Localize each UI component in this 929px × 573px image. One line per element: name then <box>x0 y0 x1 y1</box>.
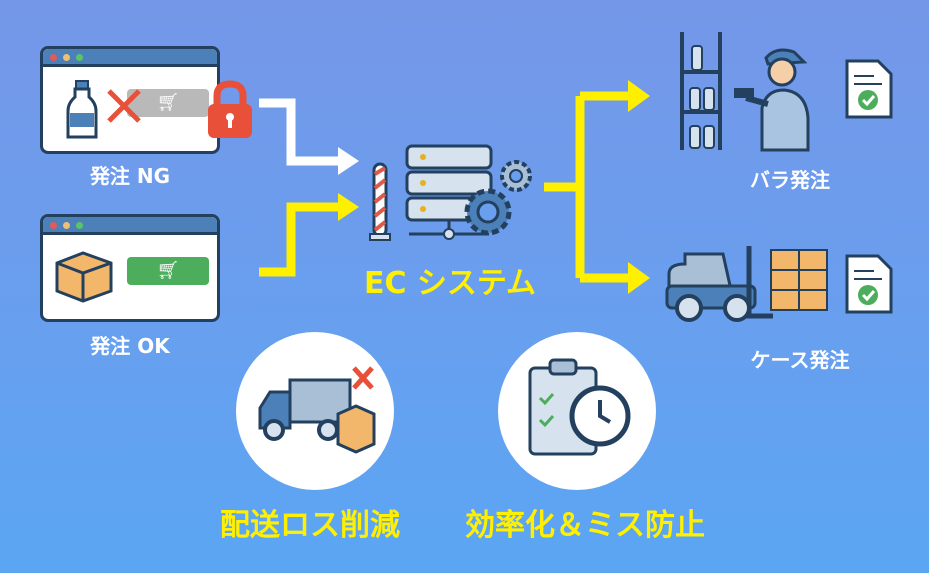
delivery-loss-circle <box>236 332 394 490</box>
cross-icon <box>107 89 141 123</box>
order-ok-window: 🛒︎ <box>40 214 220 322</box>
output-arrows <box>544 80 650 294</box>
bottle-icon <box>66 80 98 139</box>
efficiency-label: 効率化＆ミス防止 <box>465 508 705 543</box>
order-ng-label: 発注 NG <box>89 164 171 188</box>
forklift-icon <box>665 246 828 322</box>
ec-system-label: EC システム <box>363 266 537 301</box>
order-ng-window: 🛒︎ <box>40 46 220 154</box>
add-to-cart-button[interactable]: 🛒︎ <box>127 257 209 285</box>
clipboard-clock-icon <box>528 358 631 456</box>
input-arrows <box>259 98 359 277</box>
truck-damaged-box-icon <box>258 366 376 454</box>
box-icon <box>55 251 113 303</box>
efficiency-circle <box>498 332 656 490</box>
order-ok-label: 発注 OK <box>90 334 170 358</box>
order-document-icon-1 <box>845 59 893 119</box>
disabled-cart-button[interactable]: 🛒︎ <box>127 89 209 117</box>
case-order-label: ケース発注 <box>750 348 850 372</box>
ec-server-icon <box>369 144 532 241</box>
order-document-icon-2 <box>845 254 893 314</box>
warehouse-worker-icon <box>680 32 810 152</box>
loose-order-label: バラ発注 <box>750 168 830 192</box>
delivery-loss-label: 配送ロス削減 <box>220 508 400 543</box>
lock-icon <box>208 80 252 138</box>
